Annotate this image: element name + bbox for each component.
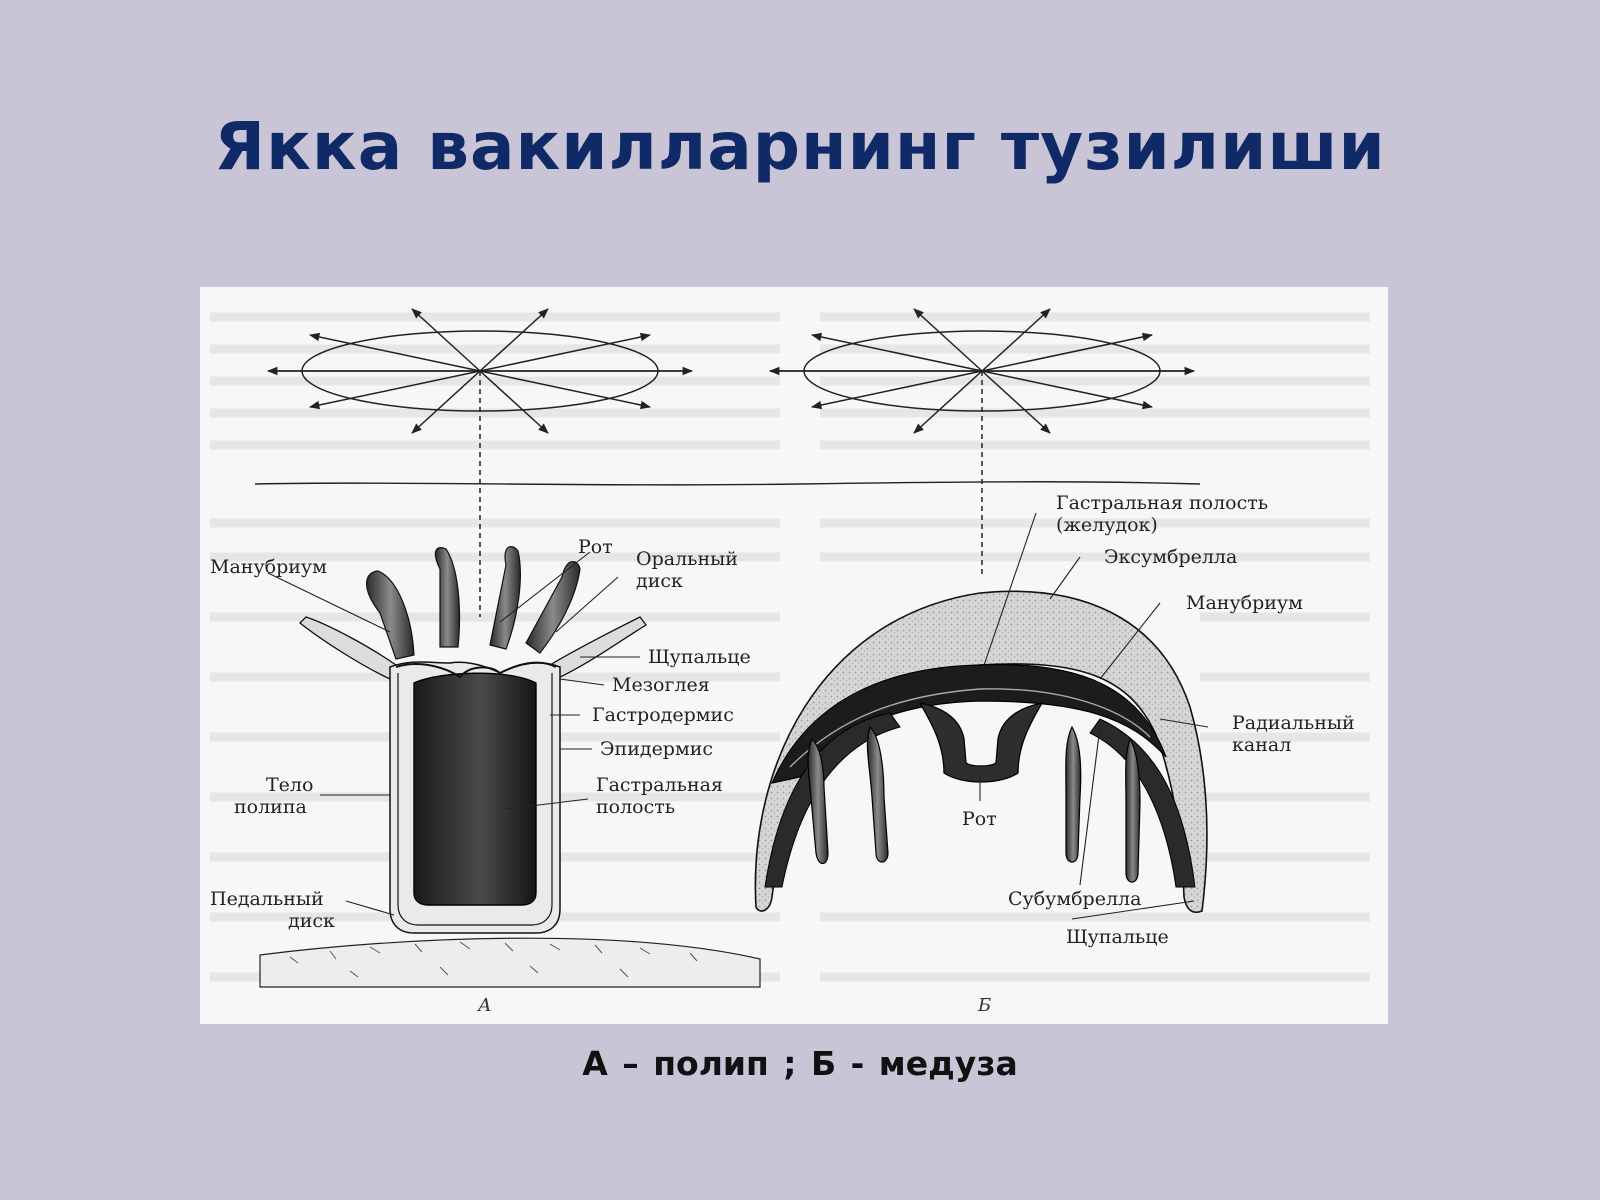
label-a-gastral-cavity-1: Гастральная xyxy=(596,774,723,796)
figure-b-letter: Б xyxy=(977,995,991,1016)
radial-symmetry-diagram-b xyxy=(768,308,1196,577)
label-a-oral-disc-1: Оральный xyxy=(636,548,738,570)
slide-title: Якка вакилларнинг тузилиши xyxy=(214,108,1386,185)
label-a-pedal-disc-2: диск xyxy=(288,910,335,932)
substrate xyxy=(259,937,761,988)
label-b-rot: Рот xyxy=(962,808,997,830)
cnidaria-diagram: А Рот Манубриум Оральный диск Щупальце М… xyxy=(210,308,1370,1016)
label-a-polyp-body-1: Тело xyxy=(266,774,313,796)
label-a-oral-disc-2: диск xyxy=(636,570,683,592)
label-b-exumbrella: Эксумбрелла xyxy=(1104,546,1237,568)
figure-a-letter: А xyxy=(476,995,492,1016)
label-a-mesoglea: Мезоглея xyxy=(612,674,710,696)
label-a-rot: Рот xyxy=(578,536,613,558)
figure-caption: А – полип ; Б - медуза xyxy=(582,1044,1018,1083)
polyp-drawing: А xyxy=(259,546,761,1016)
radial-symmetry-diagram-a xyxy=(266,308,694,617)
label-b-manubrium: Манубриум xyxy=(1186,592,1303,614)
label-a-manubrium: Манубриум xyxy=(210,556,327,578)
label-a-pedal-disc-1: Педальный xyxy=(210,888,324,910)
label-b-tentacles: Щупальце xyxy=(1066,926,1169,948)
label-a-gastral-cavity-2: полость xyxy=(596,796,675,818)
label-b-subumbrella: Субумбрелла xyxy=(1008,888,1141,910)
label-a-epidermis: Эпидермис xyxy=(600,738,713,760)
label-b-gastral-cavity-1: Гастральная полость xyxy=(1056,492,1268,514)
figure-panel: А Рот Манубриум Оральный диск Щупальце М… xyxy=(200,287,1388,1024)
label-a-polyp-body-2: полипа xyxy=(234,796,307,818)
label-a-tentacles: Щупальце xyxy=(648,646,751,668)
label-b-radial-canal-2: канал xyxy=(1232,734,1291,756)
medusa-drawing: Б xyxy=(754,512,1209,1016)
label-b-radial-canal-1: Радиальный xyxy=(1232,712,1355,734)
label-b-gastral-cavity-2: (желудок) xyxy=(1056,514,1158,536)
label-a-gastrodermis: Гастродермис xyxy=(592,704,734,726)
divider-wavy-line xyxy=(254,481,1201,486)
